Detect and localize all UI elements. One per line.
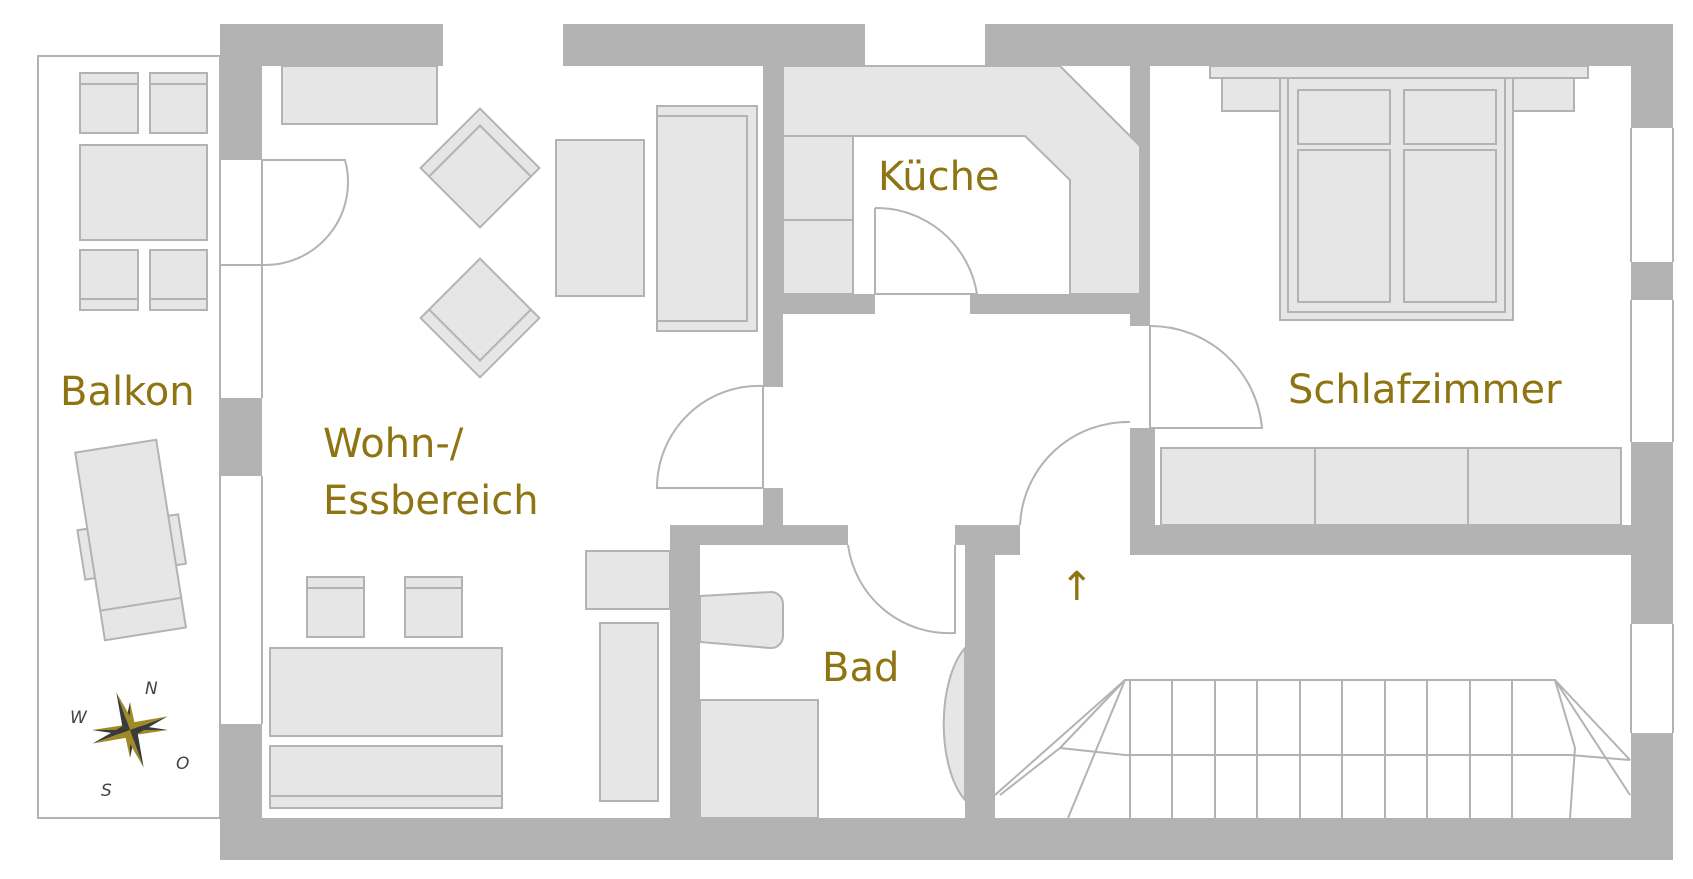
compass-south: S [101, 781, 112, 801]
balcony-chair [149, 249, 208, 311]
compass-north: N [145, 679, 158, 699]
compass-east: O [176, 754, 189, 774]
cabinet [585, 550, 671, 610]
room-label-kueche: Küche [878, 154, 1000, 200]
bench [269, 745, 503, 809]
armchair [419, 257, 541, 379]
balcony-chair [79, 72, 139, 134]
bedroom [1149, 65, 1622, 526]
duvet [1403, 149, 1497, 303]
toilet [699, 590, 785, 650]
bathroom [699, 544, 966, 819]
dining-chair [306, 576, 365, 638]
living-dining-area [220, 65, 783, 809]
headboard [1209, 65, 1589, 79]
room-label-essbereich: Essbereich [323, 478, 539, 524]
nightstand [1221, 77, 1285, 112]
compass-west: W [70, 708, 88, 728]
kitchen [782, 65, 1141, 295]
staircase [994, 679, 1631, 819]
kitchen-counter [782, 65, 1141, 295]
bathtub [699, 699, 819, 819]
room-label-balkon: Balkon [60, 369, 195, 415]
coffee-table [555, 139, 645, 297]
stair-up-arrow: ↑ [1060, 564, 1094, 610]
sideboard [281, 65, 438, 125]
nightstand [1511, 77, 1575, 112]
balcony-table [79, 144, 208, 241]
cabinet [599, 622, 659, 802]
walls [219, 24, 1674, 860]
washbasin [942, 645, 966, 803]
room-label-wohn: Wohn-/ [323, 421, 464, 467]
room-label-bad: Bad [822, 645, 899, 691]
sun-lounger [74, 438, 188, 642]
duvet [1297, 149, 1391, 303]
balcony: N W O S [37, 55, 221, 819]
balcony-chair [149, 72, 208, 134]
hall [1019, 420, 1131, 526]
wardrobe [1160, 447, 1622, 526]
pillow [1297, 89, 1391, 145]
room-label-schlafzimmer: Schlafzimmer [1288, 367, 1562, 413]
pillow [1403, 89, 1497, 145]
dining-chair [404, 576, 463, 638]
armchair [419, 107, 541, 229]
balcony-chair [79, 249, 139, 311]
compass-rose [92, 692, 168, 768]
dining-table [269, 647, 503, 737]
